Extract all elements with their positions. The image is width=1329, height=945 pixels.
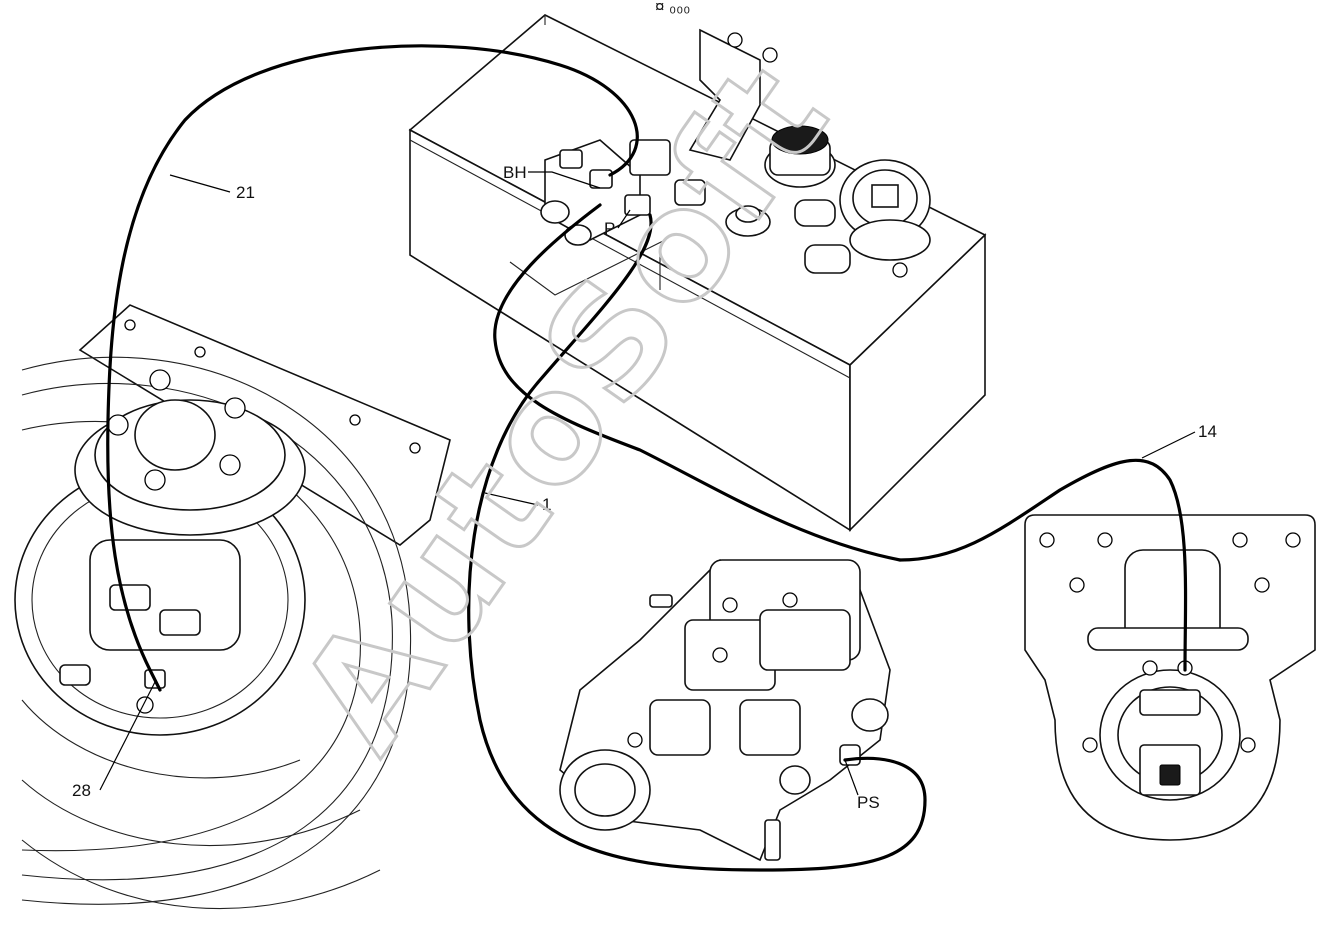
label-14: 14: [1198, 422, 1217, 441]
steering-unit-icon: [1024, 514, 1316, 841]
label-28: 28: [72, 781, 91, 800]
hydraulic-pump-icon: [559, 559, 891, 862]
hose-1: [467, 213, 927, 872]
label-ps: PS: [857, 793, 880, 812]
hose-21: [106, 44, 639, 692]
hydraulic-tank-icon: [408, 14, 987, 532]
label-21: 21: [236, 183, 255, 202]
wheel-motor-icon: [14, 304, 451, 910]
header-mark: ¤ ₀₀₀: [655, 0, 690, 16]
label-p: P: [604, 219, 615, 238]
label-1: 1: [542, 495, 551, 514]
label-bh: BH: [503, 163, 527, 182]
hose-return: [493, 203, 902, 562]
hose-14: [898, 458, 1188, 672]
valve-block-icon: [540, 139, 671, 246]
